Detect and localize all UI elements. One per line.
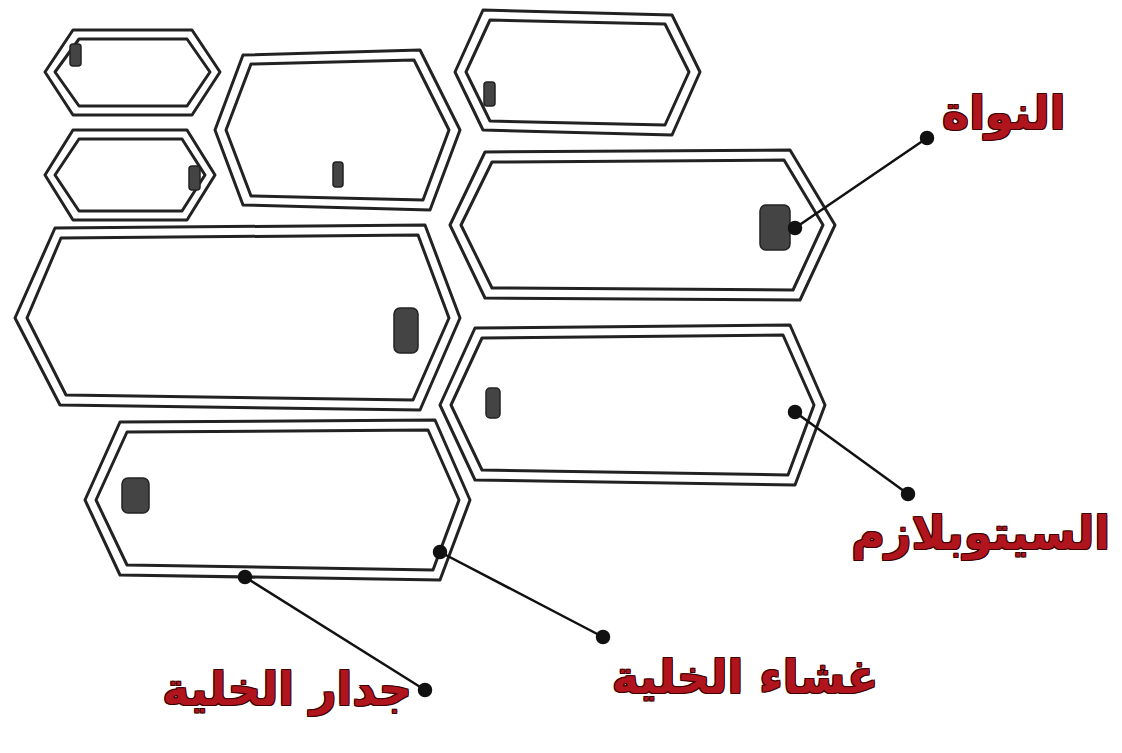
part-label: جدار الخلية xyxy=(162,662,412,717)
part-label: غشاء الخلية xyxy=(612,650,879,705)
leader-dot xyxy=(789,406,801,418)
cells xyxy=(15,10,835,580)
cell-membrane xyxy=(27,235,449,400)
leader-line xyxy=(440,552,603,637)
cell-wall xyxy=(85,420,470,580)
leader-lines xyxy=(239,132,933,696)
nucleus xyxy=(484,82,495,106)
cell-membrane xyxy=(466,20,689,125)
cell-membrane xyxy=(451,335,814,475)
cell-membrane xyxy=(96,430,459,570)
leader-dot xyxy=(597,631,609,643)
part-label: النواة xyxy=(942,86,1066,141)
cell-wall xyxy=(45,30,220,115)
nucleus xyxy=(122,478,149,513)
cell-membrane xyxy=(55,139,205,211)
nucleus xyxy=(486,388,500,418)
leader-dot xyxy=(902,488,914,500)
leader-dot xyxy=(789,222,801,234)
nucleus xyxy=(189,166,200,190)
nucleus xyxy=(70,44,81,66)
leader-dot xyxy=(921,132,933,144)
leader-dot xyxy=(239,571,251,583)
cell-membrane xyxy=(461,160,823,290)
nuclei xyxy=(70,44,790,513)
cell-wall xyxy=(440,325,825,485)
leader-line xyxy=(795,412,908,494)
part-label: السيتوبلازم xyxy=(851,506,1110,561)
cell-wall xyxy=(15,225,460,410)
cell-membrane xyxy=(226,60,449,200)
leader-dot xyxy=(434,546,446,558)
nucleus xyxy=(394,308,418,353)
nucleus xyxy=(760,205,790,250)
cell-wall xyxy=(455,10,700,135)
cell-wall xyxy=(45,130,215,220)
cell-wall xyxy=(450,150,835,300)
leader-line xyxy=(795,138,927,228)
leader-dot xyxy=(419,684,431,696)
cell-wall xyxy=(215,50,460,210)
nucleus xyxy=(333,162,343,187)
cell-membrane xyxy=(55,39,210,106)
